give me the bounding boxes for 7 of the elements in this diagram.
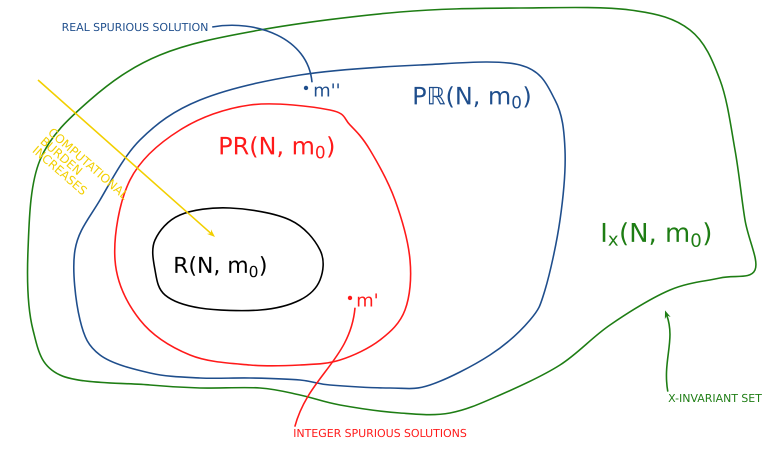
annotation-text: REAL SPURIOUS SOLUTION [62,22,208,32]
annotation-text: INTEGER SPURIOUS SOLUTIONS [294,428,466,438]
point-label: m' [358,293,377,307]
point-label: m'' [314,83,339,97]
annotation-text: X-INVARIANT SET [668,394,762,402]
leader-line [294,308,356,427]
region: R(N, m$_{0}$) [152,207,324,312]
